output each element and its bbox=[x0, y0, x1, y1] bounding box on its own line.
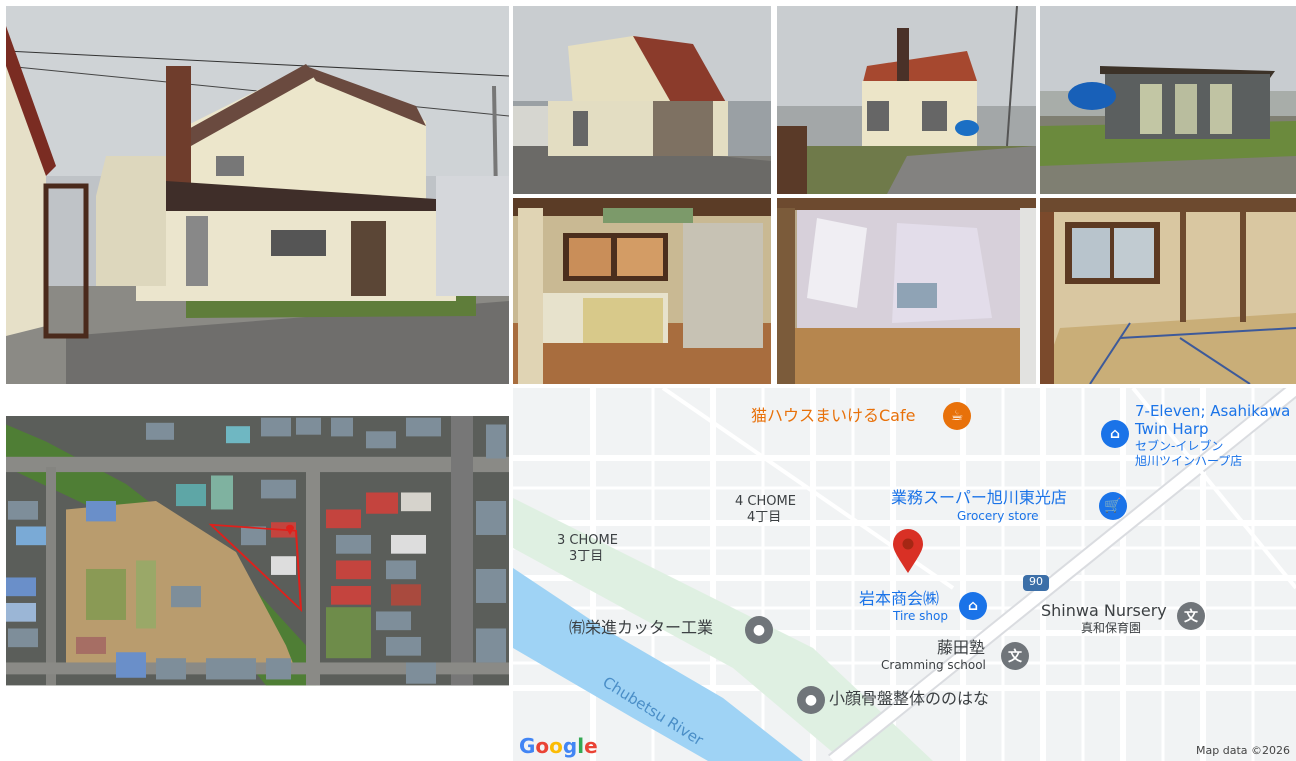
school-icon[interactable]: 文 bbox=[1001, 642, 1029, 670]
area-3-chome-jp: 3丁目 bbox=[569, 549, 604, 564]
poi-grocery-label: Grocery store bbox=[957, 509, 1039, 523]
area-3-chome-en: 3 CHOME bbox=[557, 533, 618, 548]
school-icon[interactable]: 文 bbox=[1177, 602, 1205, 630]
shopping-cart-icon[interactable]: 🛒 bbox=[1099, 492, 1127, 520]
shopping-bag-icon[interactable]: ⌂ bbox=[1101, 420, 1129, 448]
poi-shinwa-nursery-en[interactable]: Shinwa Nursery bbox=[1041, 601, 1167, 620]
place-dot-icon[interactable]: ● bbox=[745, 616, 773, 644]
poi-seven-eleven-en[interactable]: 7-Eleven; Asahikawa bbox=[1135, 402, 1291, 420]
aerial-satellite-view bbox=[6, 388, 509, 761]
photo-house-exterior-main bbox=[6, 6, 509, 384]
poi-tire-shop-label: Tire shop bbox=[893, 609, 948, 623]
photo-interior-tatami bbox=[1040, 198, 1296, 384]
area-4-chome-jp: 4丁目 bbox=[747, 510, 782, 525]
poi-seven-eleven-en2[interactable]: Twin Harp bbox=[1135, 420, 1209, 438]
poi-kogao-label[interactable]: 小顔骨盤整体ののはな bbox=[829, 689, 990, 708]
poi-seven-eleven-jp2: 旭川ツインハープ店 bbox=[1135, 454, 1243, 468]
poi-shinwa-nursery-jp: 真和保育園 bbox=[1081, 621, 1142, 635]
poi-seven-eleven-jp: セブン-イレブン bbox=[1135, 439, 1224, 453]
google-logo: Google bbox=[519, 734, 598, 758]
location-pin-icon[interactable] bbox=[891, 528, 925, 574]
poi-eishin-label[interactable]: ㈲栄進カッター工業 bbox=[569, 618, 714, 637]
poi-cat-cafe-label[interactable]: 猫ハウスまいけるCafe bbox=[751, 406, 916, 425]
poi-gyomu-super-label[interactable]: 業務スーパー旭川東光店 bbox=[891, 488, 1067, 507]
river-shape bbox=[513, 568, 803, 761]
place-dot-icon[interactable]: ● bbox=[797, 686, 825, 714]
poi-cramming-label: Cramming school bbox=[881, 658, 986, 672]
photo-interior-room bbox=[777, 198, 1036, 384]
route-number: 90 bbox=[1029, 575, 1043, 588]
poi-fujita-label[interactable]: 藤田塾 bbox=[937, 638, 986, 657]
poi-iwamoto-label[interactable]: 岩本商会㈱ bbox=[859, 589, 940, 608]
area-4-chome-en: 4 CHOME bbox=[735, 494, 796, 509]
photo-house-back bbox=[777, 6, 1036, 194]
map-view[interactable]: 90 猫ハウスまいけるCafe ☕ ⌂ 7-Eleven; Asahikawa … bbox=[513, 388, 1296, 761]
coffee-cup-icon[interactable]: ☕ bbox=[943, 402, 971, 430]
shopping-bag-icon[interactable]: ⌂ bbox=[959, 592, 987, 620]
photo-storage-shed bbox=[1040, 6, 1296, 194]
map-credit: Map data ©2026 bbox=[1196, 744, 1290, 757]
photo-interior-kitchen bbox=[513, 198, 771, 384]
location-pin-icon bbox=[286, 524, 294, 535]
photo-house-side bbox=[513, 6, 771, 194]
